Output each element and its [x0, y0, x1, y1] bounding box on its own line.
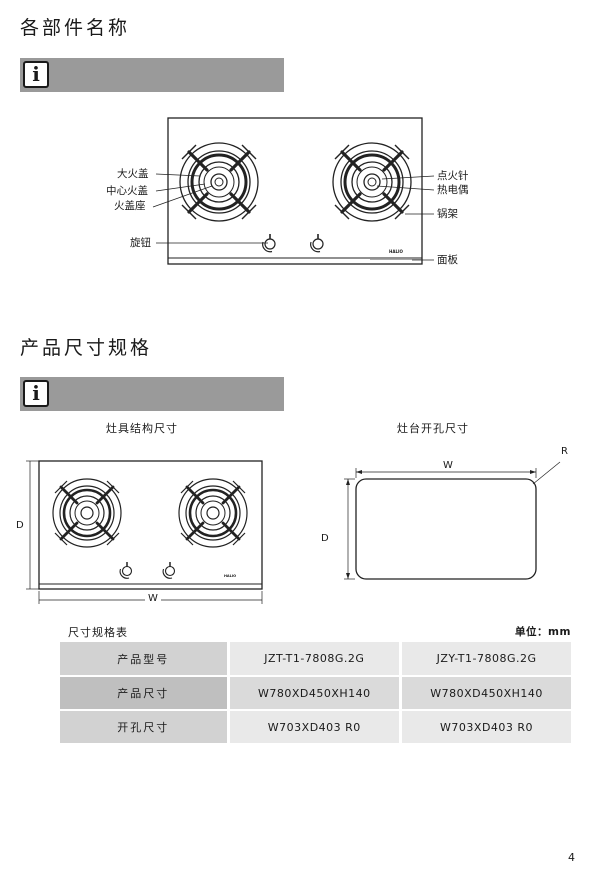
cell-model-1: JZT-T1-7808G.2G — [226, 642, 401, 677]
parts-diagram — [152, 117, 435, 265]
left-burner — [179, 142, 259, 222]
cell-model-2: JZY-T1-7808G.2G — [399, 642, 571, 677]
table-row: 开孔尺寸 W703XD403 R0 W703XD403 R0 — [60, 710, 571, 745]
spec-table-title: 尺寸规格表 — [68, 626, 128, 639]
caption-stove-structure: 灶具结构尺寸 — [106, 422, 178, 435]
row-label-cutout: 开孔尺寸 — [60, 710, 228, 745]
stove-d-label: D — [16, 520, 24, 531]
row-label-size: 产品尺寸 — [60, 676, 228, 711]
stove-w-label: W — [145, 593, 161, 605]
label-center-fire-cover: 中心火盖 — [106, 185, 148, 197]
brand-logo-bottom: HALIO — [224, 574, 237, 578]
spec-table-unit: 单位：mm — [515, 626, 571, 638]
label-pot-rack: 锅架 — [437, 208, 458, 220]
section-title-parts: 各部件名称 — [20, 17, 131, 39]
cell-cutout-1: W703XD403 R0 — [226, 710, 401, 745]
label-knob: 旋钮 — [130, 237, 151, 249]
right-burner — [332, 142, 412, 222]
cutout-w-label: W — [443, 460, 453, 471]
cell-cutout-2: W703XD403 R0 — [399, 710, 571, 745]
label-big-fire-cover: 大火盖 — [117, 168, 149, 180]
info-bar-2: i — [20, 377, 284, 411]
table-row: 产品型号 JZT-T1-7808G.2G JZY-T1-7808G.2G — [60, 642, 571, 677]
info-icon: i — [23, 380, 49, 407]
page-number: 4 — [568, 851, 575, 864]
label-thermocouple: 热电偶 — [437, 184, 469, 196]
label-igniter: 点火针 — [437, 170, 469, 182]
cutout-d-label: D — [321, 533, 329, 544]
label-fire-cover-seat: 火盖座 — [114, 200, 146, 212]
info-bar: i — [20, 58, 284, 92]
label-panel: 面板 — [437, 254, 458, 266]
section-title-dimensions: 产品尺寸规格 — [20, 337, 153, 359]
cell-size-2: W780XD450XH140 — [399, 676, 571, 711]
row-label-model: 产品型号 — [60, 642, 228, 677]
spec-table: 产品型号 JZT-T1-7808G.2G JZY-T1-7808G.2G 产品尺… — [60, 642, 571, 745]
brand-logo-top: HALIO — [389, 249, 403, 254]
cell-size-1: W780XD450XH140 — [226, 676, 401, 711]
knob-right — [310, 234, 324, 253]
table-row: 产品尺寸 W780XD450XH140 W780XD450XH140 — [60, 676, 571, 711]
info-icon: i — [23, 61, 49, 88]
caption-cutout: 灶台开孔尺寸 — [397, 422, 469, 435]
cutout-r-label: R — [561, 446, 568, 457]
